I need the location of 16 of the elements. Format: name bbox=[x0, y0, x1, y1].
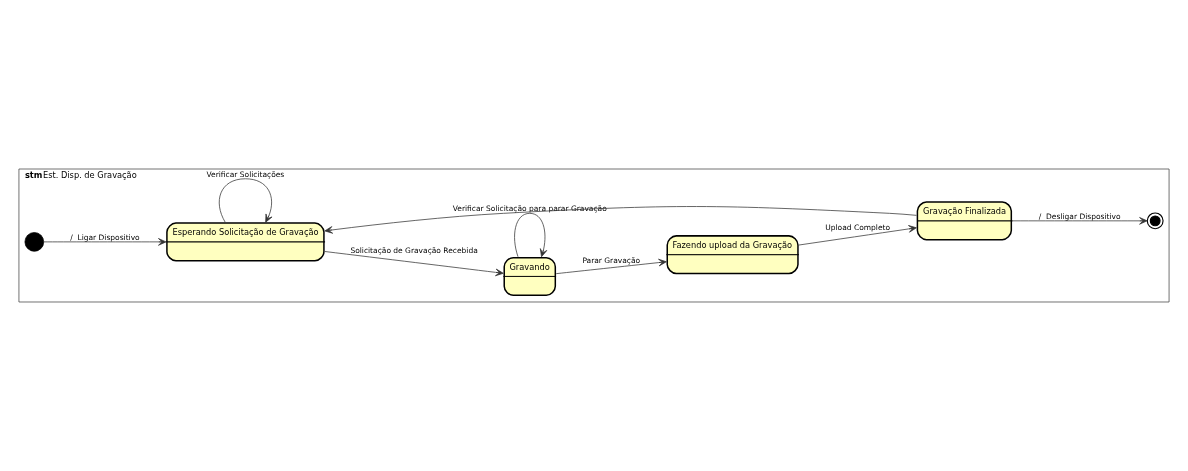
edge-label: / Ligar Dispositivo bbox=[70, 232, 140, 242]
arrow bbox=[555, 258, 667, 275]
node-circle bbox=[24, 232, 45, 252]
arrow bbox=[1011, 217, 1148, 225]
edge-label: Verificar Solicitações bbox=[206, 169, 285, 179]
arrow bbox=[43, 238, 167, 246]
edge-label: Verificar Solicitação para parar Gravação bbox=[452, 204, 607, 214]
arrow bbox=[324, 206, 917, 234]
arrow bbox=[514, 212, 548, 258]
edge-label: Solicitação de Gravação Recebida bbox=[350, 246, 478, 256]
edge-label: Upload Completo bbox=[825, 222, 891, 232]
arrow bbox=[324, 251, 504, 277]
arrow bbox=[218, 178, 273, 223]
edge-label: Parar Gravação bbox=[582, 255, 641, 265]
arrow bbox=[798, 225, 917, 246]
edge-label: / Desligar Dispositivo bbox=[1038, 211, 1121, 221]
